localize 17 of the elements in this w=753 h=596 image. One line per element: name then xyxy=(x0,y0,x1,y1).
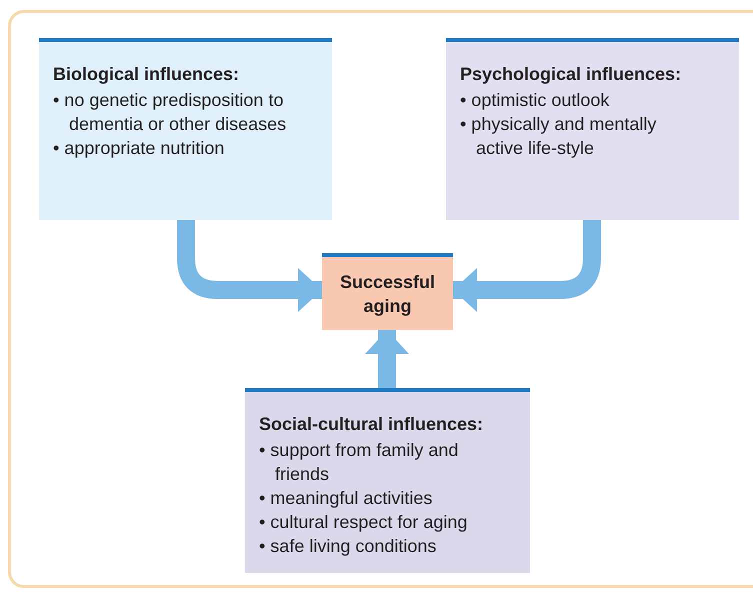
bullet-item: • appropriate nutrition xyxy=(53,137,226,160)
arrow xyxy=(365,330,409,388)
box-heading: Psychological influences: xyxy=(460,63,682,86)
influence-box xyxy=(39,38,332,220)
box-heading: Social-cultural influences: xyxy=(259,413,484,436)
influence-box xyxy=(245,388,530,573)
bullet-item: • support from family and friends xyxy=(259,439,460,486)
bullet-item: • no genetic predisposition to dementia or other diseases xyxy=(53,89,288,136)
bullet-item: • physically and mentally active life-style xyxy=(460,113,658,160)
influence-box xyxy=(446,38,739,220)
bullet-item: • safe living conditions xyxy=(259,535,438,558)
box-label: Successful aging xyxy=(338,270,436,318)
bullet-item: • optimistic outlook xyxy=(460,89,610,112)
bullet-item: • cultural respect for aging xyxy=(259,511,468,534)
influence-box xyxy=(322,253,453,330)
bullet-item: • meaningful activities xyxy=(259,487,434,510)
box-heading: Biological influences: xyxy=(53,63,240,86)
